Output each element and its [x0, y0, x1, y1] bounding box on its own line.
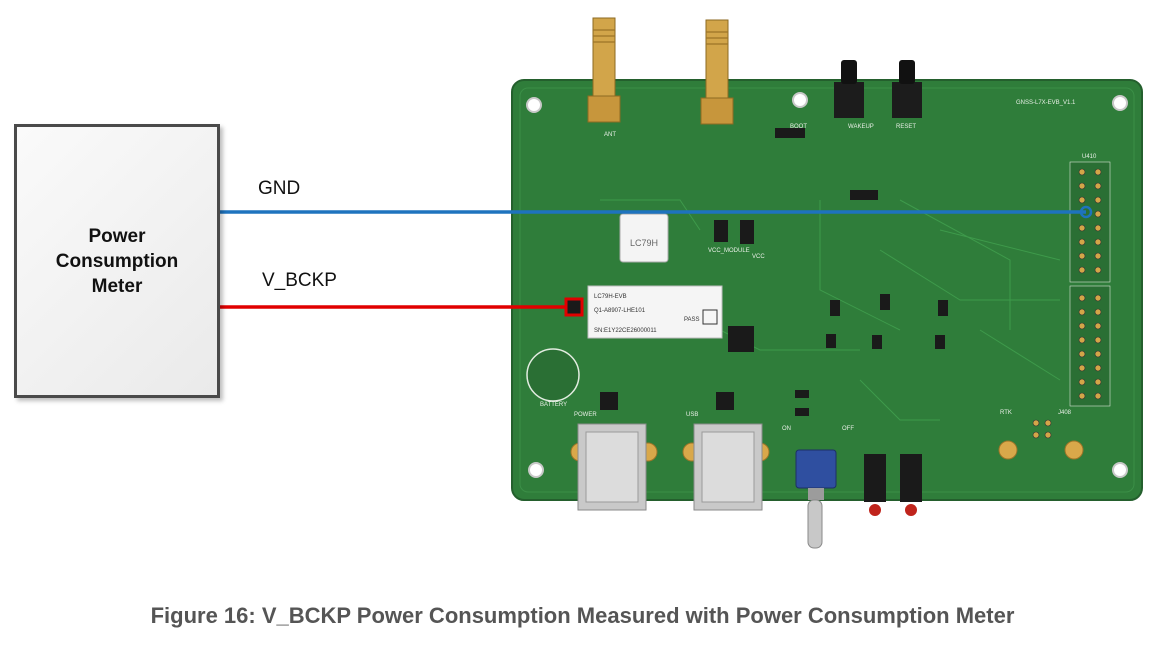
- sticker-line2: Q1-A8907-LHE101: [594, 308, 646, 314]
- sma-antenna-connectors: [587, 17, 734, 125]
- gnd-label: GND: [258, 178, 301, 199]
- vbckp-label: V_BCKP: [262, 270, 337, 291]
- mounting-holes: [526, 92, 1128, 478]
- silk-j408: J408: [1058, 410, 1072, 416]
- silk-rtk: RTK: [1000, 410, 1012, 416]
- sticker-line3: SN:E1Y22CE26000011: [594, 328, 657, 334]
- board-name: GNSS-L7X-EVB_V1.1: [1016, 100, 1076, 106]
- battery-holder: [526, 348, 580, 402]
- toggle-switch: [795, 449, 837, 549]
- silk-vcc-module: VCC_MODULE: [708, 248, 750, 254]
- gnd-connection-point: [1079, 205, 1093, 219]
- silk-reset: RESET: [896, 124, 916, 130]
- gnss-module: [619, 213, 669, 263]
- figure-caption: Figure 16: V_BCKP Power Consumption Meas…: [150, 603, 1015, 628]
- silk-battery: BATTERY: [540, 402, 567, 408]
- sticker-pass: PASS: [684, 317, 700, 323]
- board-sticker: [587, 285, 723, 339]
- vbckp-connection-point: [564, 297, 584, 317]
- silk-u410: U410: [1082, 154, 1097, 160]
- sticker-line1: LC79H-EVB: [594, 294, 627, 300]
- meter-label: Power Consumption Meter: [55, 225, 179, 297]
- silk-on: ON: [782, 426, 791, 432]
- silk-boot: BOOT: [790, 124, 807, 130]
- silk-power: POWER: [574, 412, 597, 418]
- status-leds: [864, 454, 922, 516]
- ic-chips: [600, 128, 948, 416]
- silk-ant: ANT: [604, 132, 616, 138]
- silk-vcc: VCC: [752, 254, 765, 260]
- push-buttons: [834, 60, 922, 118]
- silk-off: OFF: [842, 426, 854, 432]
- silk-wakeup: WAKEUP: [848, 124, 874, 130]
- module-marking: LC79H: [630, 238, 658, 248]
- header-pins: [1069, 161, 1111, 407]
- pcb-board: [511, 79, 1143, 501]
- usb-connectors: [577, 423, 763, 511]
- silk-usb: USB: [686, 412, 698, 418]
- power-consumption-meter: Power Consumption Meter: [14, 124, 220, 398]
